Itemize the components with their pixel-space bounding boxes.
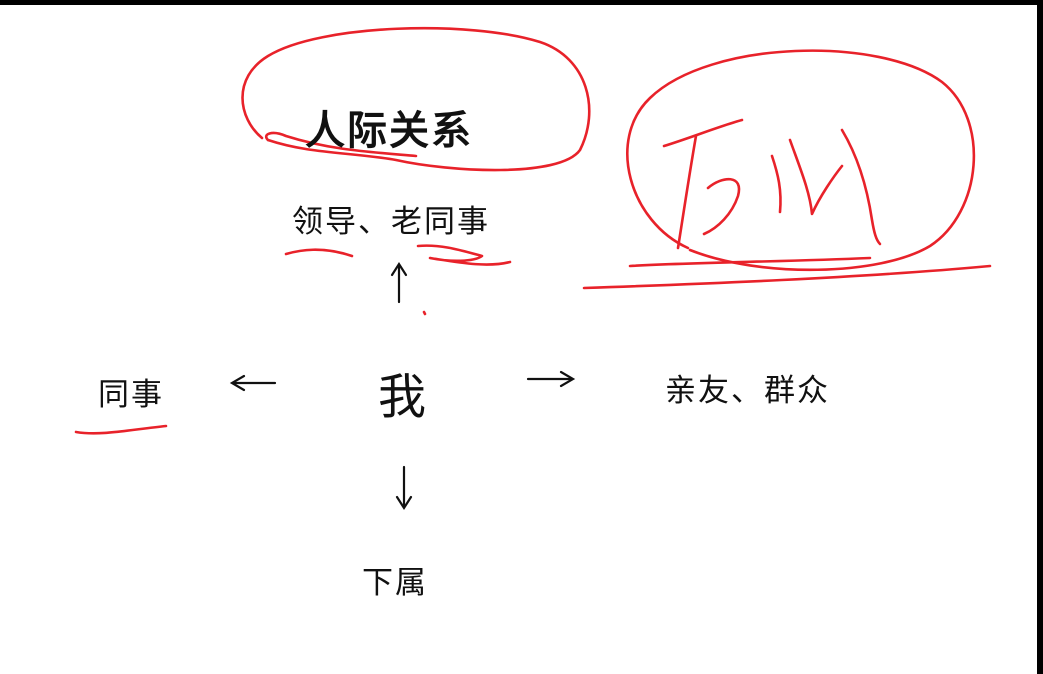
hand-stroke-2 bbox=[676, 134, 698, 250]
big-circle-annotation bbox=[626, 49, 976, 272]
whiteboard-page bbox=[0, 5, 1037, 674]
node-center-label: 我 bbox=[378, 369, 427, 425]
node-up-label: 领导、老同事 bbox=[292, 204, 490, 240]
node-right-label: 亲友、群众 bbox=[665, 373, 830, 409]
arrow-down-icon bbox=[395, 465, 413, 511]
underline-lingdao-annotation bbox=[284, 248, 354, 258]
hand-stroke-3 bbox=[702, 177, 741, 236]
underline-tongshi-annotation bbox=[74, 424, 168, 435]
node-left-label: 同事 bbox=[98, 377, 164, 413]
red-annotations bbox=[74, 26, 992, 435]
title-circle-annotation bbox=[241, 26, 591, 172]
hand-stroke-5 bbox=[788, 138, 844, 216]
node-down-label: 下属 bbox=[362, 565, 428, 601]
underline-long-annotation bbox=[582, 264, 992, 290]
arrow-right-icon bbox=[526, 370, 576, 388]
hand-stroke-6 bbox=[840, 128, 882, 246]
underline-short-annotation bbox=[628, 256, 872, 268]
arrow-left-icon bbox=[229, 374, 277, 392]
hand-stroke-1 bbox=[662, 118, 744, 148]
hand-stroke-4 bbox=[770, 154, 782, 214]
title-circle-tail-annotation bbox=[265, 131, 418, 158]
diagram-title: 人际关系 bbox=[305, 108, 473, 154]
arrow-up-icon bbox=[390, 261, 408, 304]
dot-annotation bbox=[422, 310, 427, 316]
underline-laotongshi-annotation bbox=[416, 244, 512, 266]
